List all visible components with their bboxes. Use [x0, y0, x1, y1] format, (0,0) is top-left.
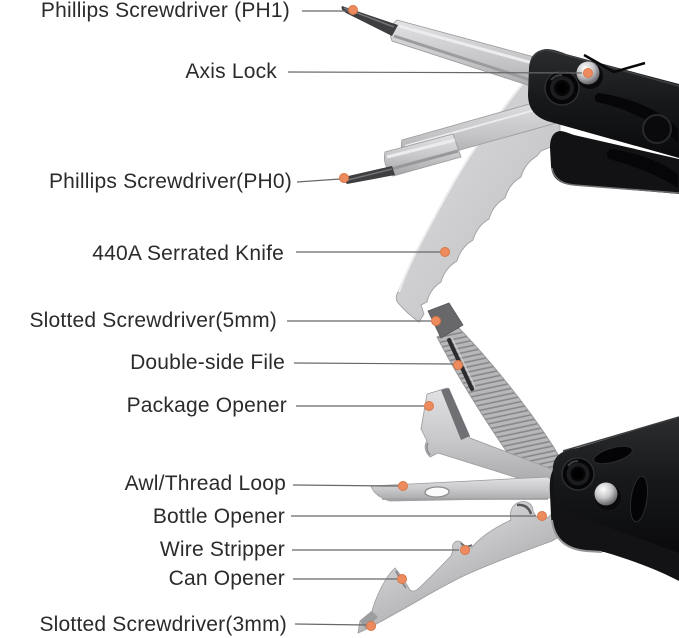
serrated-knife-blade — [395, 77, 561, 323]
callout-dot — [366, 621, 376, 631]
handle-groove — [594, 93, 678, 143]
top-handle-liner — [550, 131, 679, 194]
callout-dots — [339, 5, 593, 631]
combo-opener-tool — [357, 501, 563, 634]
handle-recess — [642, 114, 672, 144]
package-opener-tool — [420, 387, 568, 490]
label-bottle-opener: Bottle Opener — [152, 505, 285, 528]
awl-tool — [370, 476, 557, 502]
callout-dot — [424, 401, 434, 411]
callout-dot — [431, 316, 441, 326]
callout-dot — [397, 574, 407, 584]
callout-dot — [453, 360, 463, 370]
ph0-screwdriver — [343, 95, 568, 184]
callout-dot — [537, 511, 547, 521]
leader-line — [292, 484, 399, 487]
lock-ball — [594, 482, 621, 510]
pivot-screw — [561, 457, 595, 491]
slotted-5mm-tip — [427, 302, 464, 339]
leader-line — [296, 178, 341, 183]
label-axis-lock: Axis Lock — [185, 60, 277, 83]
callout-dot — [583, 68, 593, 78]
label-can-opener: Can Opener — [168, 567, 285, 590]
leader-line — [293, 362, 454, 365]
handle-groove — [606, 149, 678, 188]
leader-line — [287, 71, 583, 74]
top-handle — [528, 49, 679, 194]
label-slotted-screwdriver-5mm: Slotted Screwdriver(5mm) — [29, 309, 277, 332]
leader-lines — [287, 10, 583, 626]
label-awl-thread-loop: Awl/Thread Loop — [124, 472, 286, 495]
label-phillips-screwdriver-ph0: Phillips Screwdriver(PH0) — [48, 170, 292, 193]
label-double-side-file: Double-side File — [130, 351, 285, 374]
callout-dot — [398, 481, 408, 491]
callout-dot — [440, 247, 450, 257]
label-wire-stripper: Wire Stripper — [159, 538, 285, 561]
label-phillips-screwdriver-ph1: Phillips Screwdriver (PH1) — [40, 0, 290, 22]
label-slotted-screwdriver-3mm: Slotted Screwdriver(3mm) — [39, 613, 287, 636]
label-package-opener: Package Opener — [126, 394, 287, 417]
label-serrated-knife: 440A Serrated Knife — [92, 242, 284, 265]
handle-cutout — [629, 475, 649, 523]
ph1-screwdriver — [341, 6, 559, 94]
callout-dot — [348, 5, 358, 15]
pivot-screw — [544, 70, 580, 106]
bottom-handle-scale — [552, 417, 679, 553]
bottom-handle — [549, 416, 679, 581]
handle-cutout — [593, 445, 633, 465]
callout-dot — [339, 173, 349, 183]
thread-loop-hole — [424, 486, 450, 498]
leader-line — [294, 623, 367, 626]
callout-dot — [460, 545, 470, 555]
